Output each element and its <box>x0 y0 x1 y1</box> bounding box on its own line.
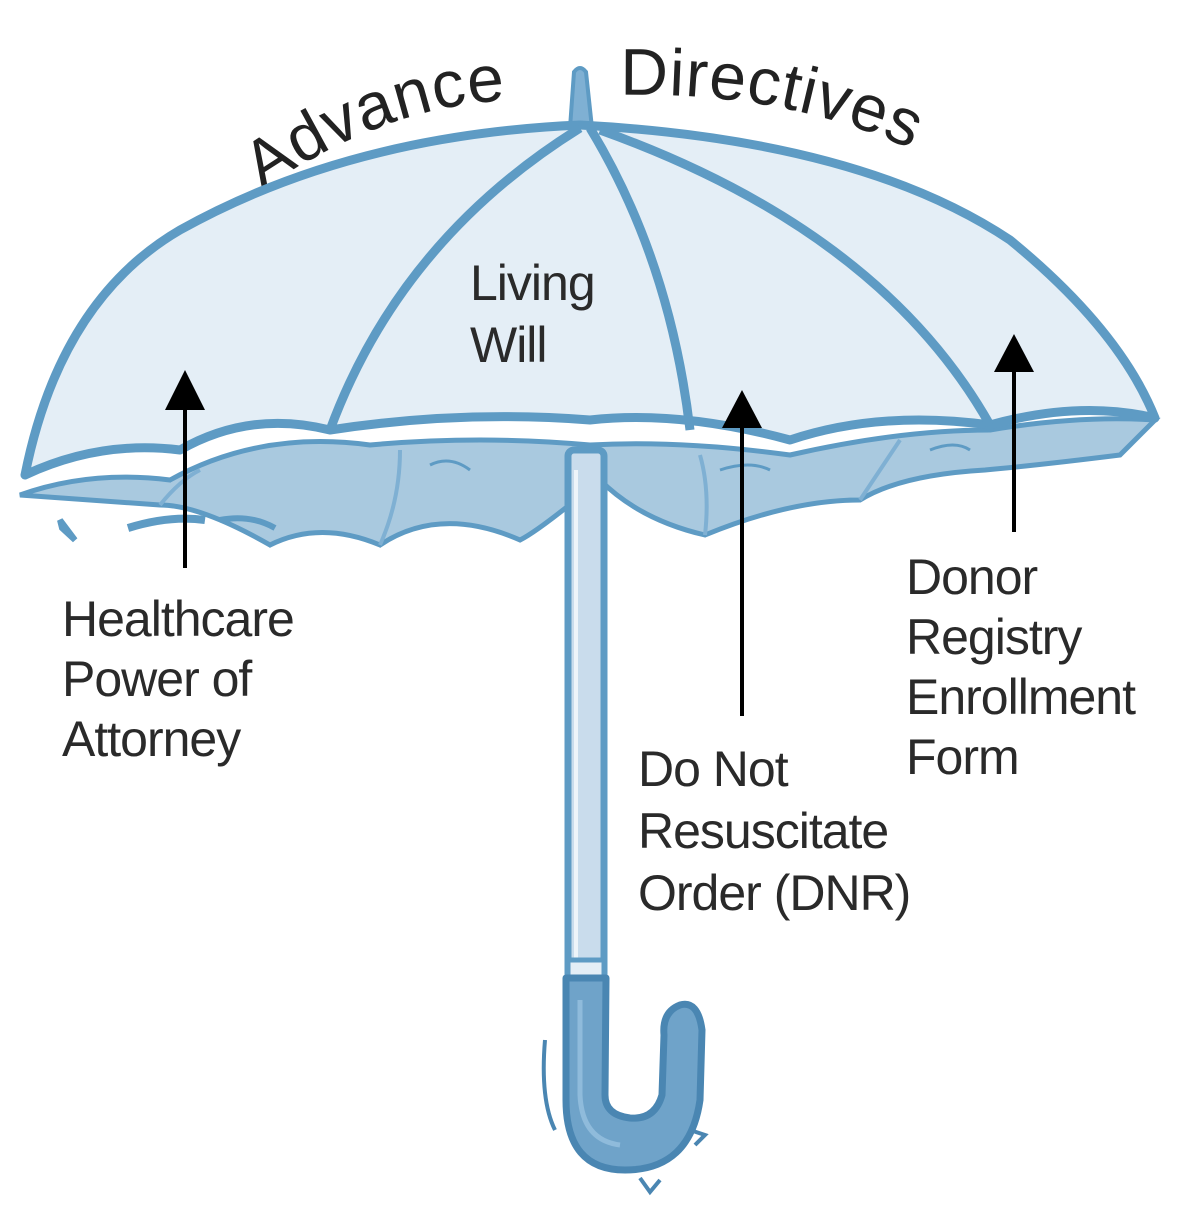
canopy-rib-center <box>586 125 695 431</box>
umbrella-shaft <box>564 446 608 984</box>
canopy-rib-left <box>325 124 583 432</box>
svg-text:Registry: Registry <box>906 609 1082 665</box>
svg-text:Do Not: Do Not <box>638 741 789 797</box>
svg-text:Donor: Donor <box>906 549 1038 605</box>
umbrella-canopy <box>20 120 1160 480</box>
svg-text:Living: Living <box>470 255 595 311</box>
canopy-rib-right <box>598 125 994 428</box>
label-donor-registry: Donor Registry Enrollment Form <box>906 549 1137 785</box>
svg-text:Enrollment: Enrollment <box>906 669 1136 725</box>
svg-text:Order (DNR): Order (DNR) <box>638 865 910 921</box>
label-living-will: Living Will <box>470 255 596 373</box>
umbrella-handle <box>562 974 706 1174</box>
svg-text:Healthcare: Healthcare <box>62 591 294 647</box>
arrow-dnr <box>722 390 762 716</box>
svg-text:Form: Form <box>906 729 1019 785</box>
label-healthcare-poa: Healthcare Power of Attorney <box>62 591 295 767</box>
arrows <box>165 334 1034 716</box>
svg-text:Resuscitate: Resuscitate <box>638 803 888 859</box>
umbrella-icon <box>19 66 1161 1196</box>
arrow-healthcare-poa <box>165 370 205 568</box>
svg-text:Power of: Power of <box>62 651 252 707</box>
umbrella-tip <box>567 66 595 130</box>
label-dnr: Do Not Resuscitate Order (DNR) <box>638 741 911 921</box>
svg-text:Attorney: Attorney <box>62 711 241 767</box>
arrow-donor-registry <box>994 334 1034 532</box>
svg-text:Will: Will <box>470 317 547 373</box>
